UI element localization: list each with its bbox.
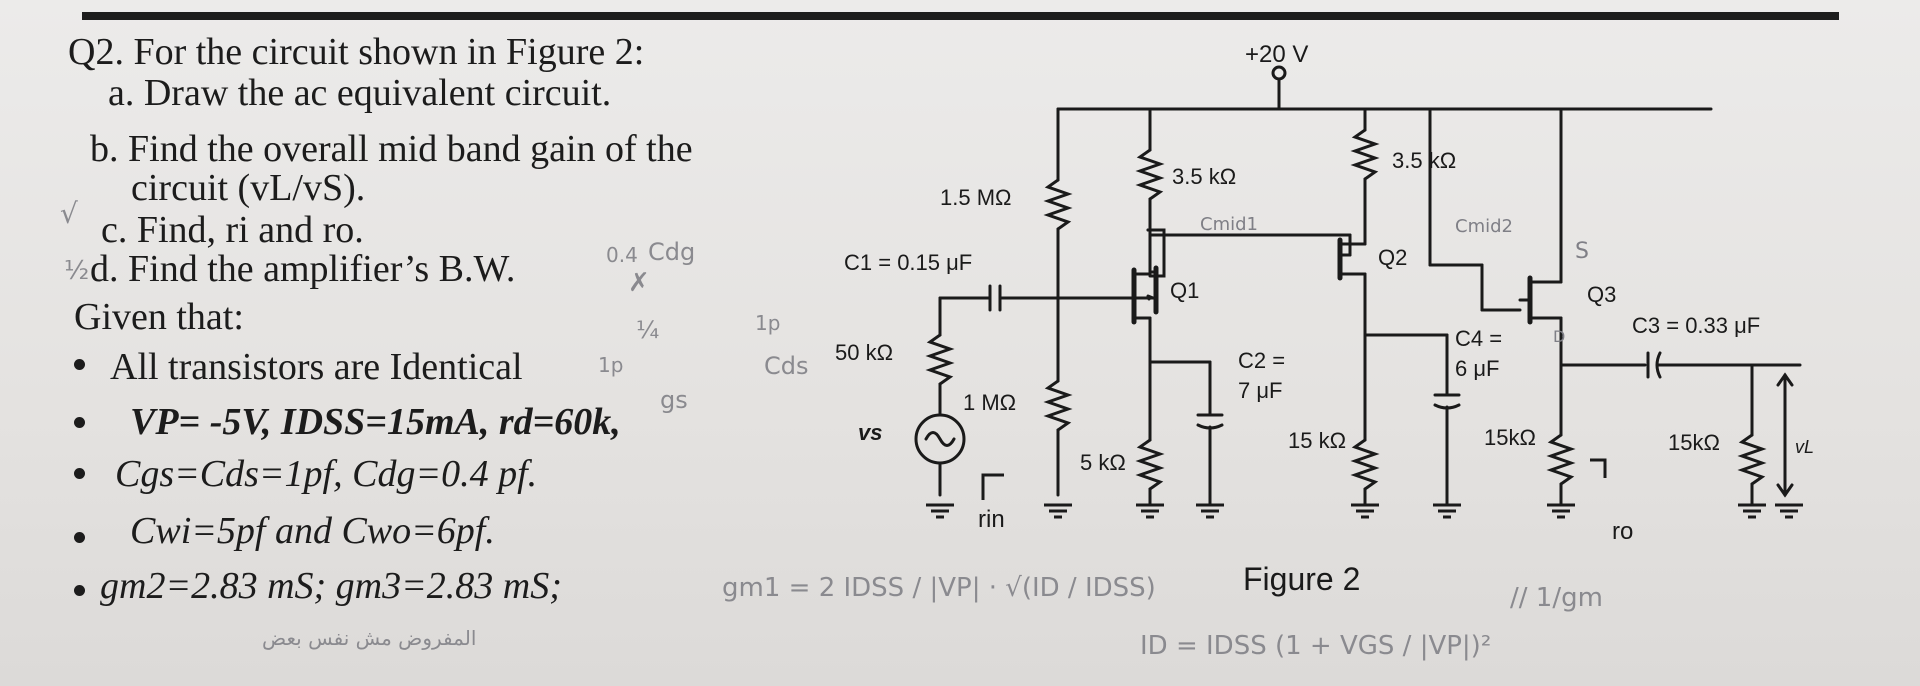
rload-resistor [1737,433,1767,486]
part-b-line1: b. Find the overall mid band gain of the [90,128,693,170]
check-mark: √ [60,197,78,230]
r-1-5meg-label: 1.5 MΩ [940,185,1011,210]
bullet [74,417,85,428]
q1-drain-lead-a [1148,228,1166,278]
ground-symbol [1775,503,1803,519]
part-d: d. Find the amplifier’s B.W. [90,248,516,290]
ground-symbol [1738,503,1766,519]
part-c: c. Find, ri and ro. [101,209,364,251]
rd2-label: 3.5 kΩ [1392,148,1456,173]
question-title: Q2. For the circuit shown in Figure 2: [68,31,645,73]
given-item-3: Cgs=Cds=1pf, Cdg=0.4 pf. [115,453,538,495]
ground-symbol [1351,503,1379,519]
ground-symbol [1547,503,1575,519]
rs1-label: 5 kΩ [1080,450,1126,475]
r-1meg-label: 1 MΩ [963,390,1016,415]
rs3-label: 15kΩ [1484,425,1536,450]
c4-label-line1: C4 = [1455,326,1502,351]
fraction-note: ¼ [636,316,660,344]
vdd-terminal [1271,65,1287,81]
rd1-label: 3.5 kΩ [1172,164,1236,189]
given-item-2: VP= -5V, IDSS=15mA, rd=60k, [130,401,621,443]
gs-label-note: gs [660,386,688,414]
figure-caption: Figure 2 [1243,561,1360,597]
ground-symbol [1433,503,1461,519]
rs2-label: 15 kΩ [1288,428,1346,453]
ground-symbol [1196,503,1224,519]
bullet [74,359,85,370]
cmid1-note: Cmid1 [1200,214,1258,235]
parallel-note: // 1/gm [1510,583,1603,613]
s-note: S [1575,239,1589,264]
rload-label: 15kΩ [1668,430,1720,455]
part-a: a. Draw the ac equivalent circuit. [108,72,612,114]
one-p-note: 1p [755,311,781,335]
id-formula-note: ID = IDSS (1 + VGS / |VP|)² [1140,631,1492,661]
ground-symbol [926,503,954,519]
vl-label: vL [1795,437,1814,457]
rs3-resistor [1546,433,1576,486]
c2-label-line2: 7 μF [1238,378,1282,403]
q1-label: Q1 [1170,278,1199,303]
one-p-note-2: 1p [598,353,624,377]
vdd-label: +20 V [1245,41,1308,68]
bullet [74,532,85,543]
ro-label: ro [1612,518,1633,545]
c3-label: C3 = 0.33 μF [1632,313,1760,338]
given-heading: Given that: [74,296,244,338]
r-1-5meg-resistor [1043,178,1073,231]
ground-symbol [1136,503,1164,519]
rd2-resistor [1350,128,1380,181]
rd1-resistor [1135,148,1165,201]
cdg-label-note: Cdg [648,238,696,266]
rin-arrow [981,473,1004,500]
c2-label-line1: C2 = [1238,348,1285,373]
r-1meg-resistor [1043,379,1073,432]
given-item-4: Cwi=5pf and Cwo=6pf. [130,510,495,552]
d-note: D [1553,327,1565,346]
cds-label-note: Cds [764,352,809,380]
given-item-5: gm2=2.83 mS; gm3=2.83 mS; [100,565,562,607]
rs1-resistor [1135,438,1165,491]
header-rule [82,12,1839,20]
r-50k-resistor [925,333,955,386]
half-mark: ½ [64,256,90,286]
q3-label: Q3 [1587,282,1616,307]
r-50k-label: 50 kΩ [835,340,893,365]
x-mark-note: ✗ [628,268,650,298]
c1-label: C1 = 0.15 μF [844,250,972,275]
ro-arrow [1590,458,1607,478]
given-item-1: All transistors are Identical [110,346,523,388]
cmid2-note: Cmid2 [1455,216,1513,237]
c4-label-line2: 6 μF [1455,356,1499,381]
ground-symbol [1044,503,1072,519]
bullet [74,585,85,596]
arabic-note: المفروض مش نفس بعض [262,626,477,650]
gm-formula-note: gm1 = 2 IDSS / |VP| · √(ID / IDSS) [722,573,1156,603]
cdg-value-note: 0.4 [606,243,638,267]
rin-label: rin [978,506,1005,533]
rs2-resistor [1350,438,1380,491]
vs-label: vs [858,420,882,445]
q2-label: Q2 [1378,245,1407,270]
bullet [74,468,85,479]
part-b-line2: circuit (vL/vS). [131,167,366,209]
vs-sine [924,431,956,447]
